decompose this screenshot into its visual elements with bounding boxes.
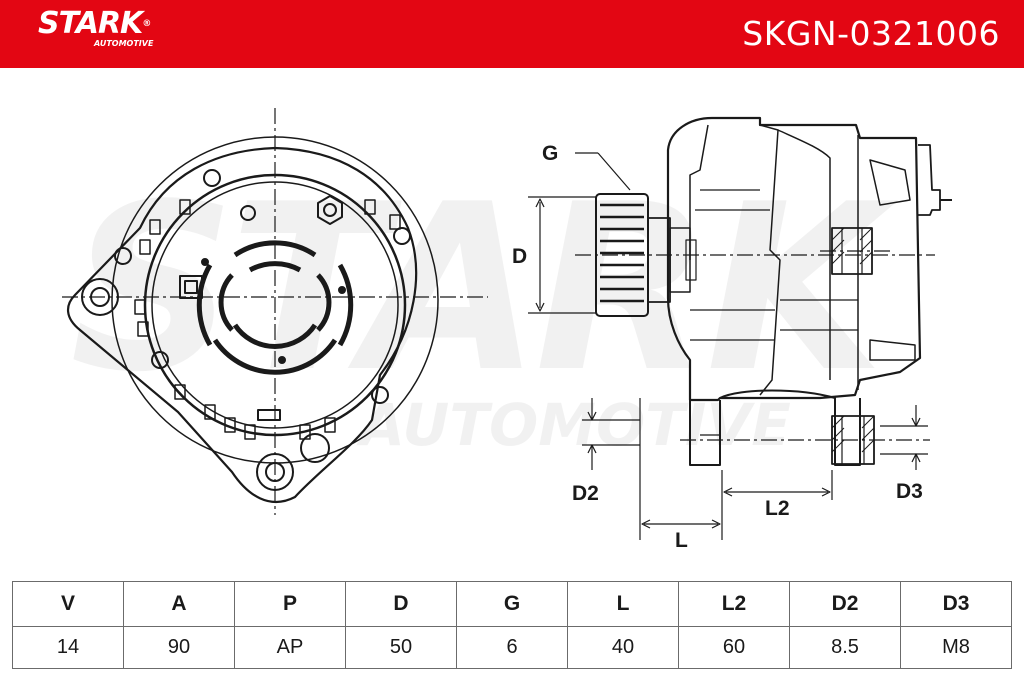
dim-label-l2: L2 (765, 497, 790, 520)
spec-value-cell: 14 (12, 626, 124, 669)
spec-value-cell: AP (234, 626, 346, 669)
dim-label-d: D (512, 245, 528, 268)
spec-value-cell: 50 (345, 626, 457, 669)
dim-label-d3: D3 (896, 480, 923, 503)
spec-header-cell: D2 (789, 581, 901, 627)
spec-value-cell: M8 (900, 626, 1012, 669)
spec-value-cell: 60 (678, 626, 790, 669)
header-bar: STARK® AUTOMOTIVE SKGN-0321006 (0, 0, 1024, 68)
spec-header-cell: D (345, 581, 457, 627)
spec-header-cell: G (456, 581, 568, 627)
spec-header-cell: P (234, 581, 346, 627)
spec-value-cell: 8.5 (789, 626, 901, 669)
logo-brand-name: STARK (38, 6, 143, 41)
stark-logo: STARK® AUTOMOTIVE (38, 6, 154, 49)
spec-value-cell: 40 (567, 626, 679, 669)
dim-label-l: L (675, 529, 688, 552)
spec-header-cell: D3 (900, 581, 1012, 627)
alternator-side-view (647, 116, 952, 466)
spec-value-cell: 90 (123, 626, 235, 669)
spec-header-cell: V (12, 581, 124, 627)
spec-header-cell: L2 (678, 581, 790, 627)
bushing-hatching (831, 227, 875, 453)
technical-drawing (62, 108, 952, 540)
spec-header-row: V A P D G L L2 D2 D3 (12, 581, 1012, 627)
front-view-center-lines (62, 108, 488, 515)
spec-value-cell: 6 (456, 626, 568, 669)
specification-table: V A P D G L L2 D2 D3 14 90 AP 50 6 40 60… (12, 581, 1012, 669)
watermark-brand: STARK (70, 156, 884, 423)
dimension-lines (528, 152, 928, 540)
part-number: SKGN-0321006 (742, 14, 1000, 53)
dim-label-g: G (542, 142, 559, 165)
logo-registered-mark: ® (142, 19, 151, 29)
spec-header-cell: A (123, 581, 235, 627)
spec-value-row: 14 90 AP 50 6 40 60 8.5 M8 (12, 626, 1012, 669)
alternator-front-view (67, 136, 439, 503)
spec-header-cell: L (567, 581, 679, 627)
logo-subline: AUTOMOTIVE (94, 39, 154, 48)
side-view-center-lines (575, 250, 935, 441)
dim-label-d2: D2 (572, 482, 599, 505)
